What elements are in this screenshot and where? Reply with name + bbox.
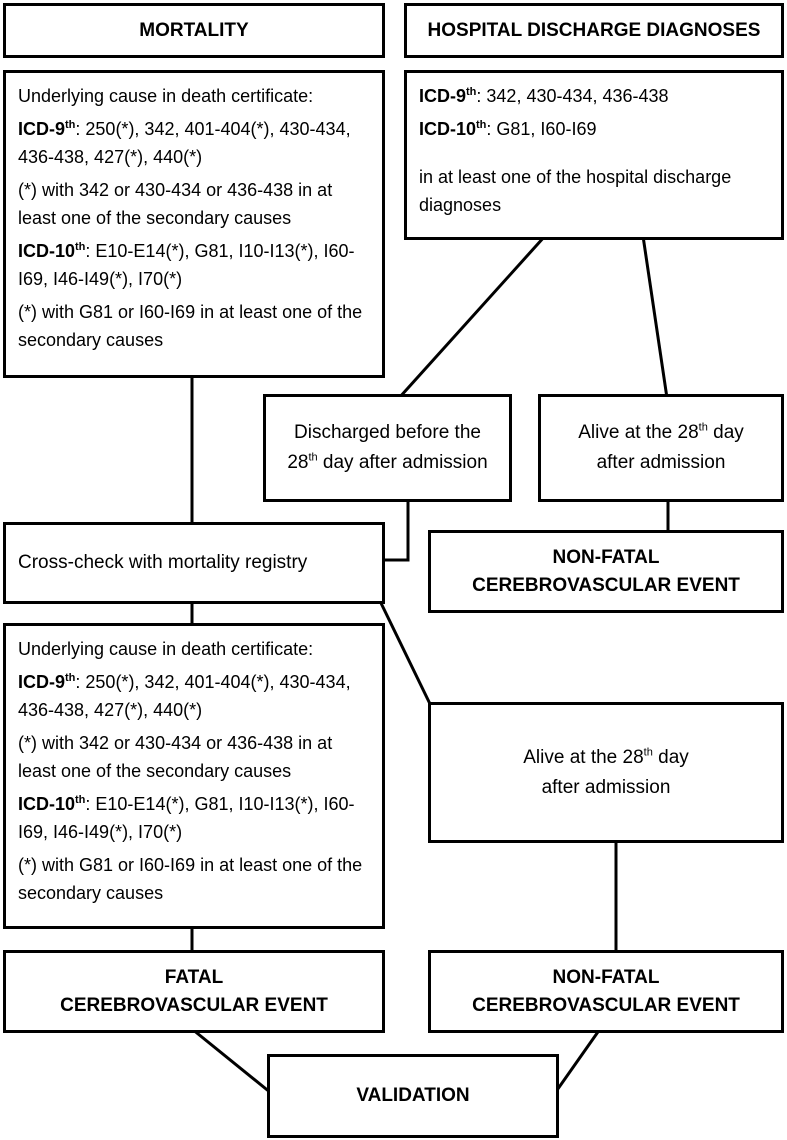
connector-hospital-to-alive-top xyxy=(641,235,669,399)
alive-line1-pre: Alive at the 28 xyxy=(578,422,699,443)
criteria-icd10-note: (*) with G81 or I60-I69 in at least one … xyxy=(18,855,363,903)
alive-line1: Alive at the 28th day xyxy=(578,418,744,448)
criteria-icd9-line: ICD-9th: 250(*), 342, 401-404(*), 430-43… xyxy=(18,668,370,724)
icd9-codes: : 250(*), 342, 401-404(*), 430-434, 436-… xyxy=(18,119,351,167)
validation-label: VALIDATION xyxy=(356,1085,470,1106)
discharged-line2: 28th day after admission xyxy=(287,448,487,478)
alive-superscript: th xyxy=(643,746,653,759)
criteria-intro: Underlying cause in death certificate: xyxy=(18,86,314,106)
icd10-label: ICD-10 xyxy=(18,241,76,261)
icd9-label: ICD-9 xyxy=(18,119,66,139)
crosscheck-label: Cross-check with mortality registry xyxy=(18,552,308,573)
criteria-icd9-note: (*) with 342 or 430-434 or 436-438 in at… xyxy=(18,180,333,228)
alive-line2: after admission xyxy=(541,776,671,798)
discharged-line2-post: day after admission xyxy=(317,452,488,473)
fatal-line2: CEREBROVASCULAR EVENT xyxy=(60,994,328,1016)
icd10-codes: : G81, I60-I69 xyxy=(486,119,597,139)
discharged-line2-pre: 28 xyxy=(287,452,309,473)
alive-line1-pre: Alive at the 28 xyxy=(523,746,644,768)
alive-superscript: th xyxy=(698,421,708,434)
nonfatal-line1: NON-FATAL xyxy=(552,966,660,988)
fatal-line1: FATAL xyxy=(164,966,224,988)
icd10-superscript: th xyxy=(75,794,86,806)
icd9-codes: : 250(*), 342, 401-404(*), 430-434, 436-… xyxy=(18,672,351,720)
icd9-superscript: th xyxy=(65,119,76,131)
criteria-icd10-line: ICD-10th: E10-E14(*), G81, I10-I13(*), I… xyxy=(18,237,370,293)
connector-discharged-to-crosscheck xyxy=(380,498,410,562)
icd9-superscript: th xyxy=(466,86,477,98)
connector-crosscheck-to-alive-bottom xyxy=(378,600,433,707)
mortality-header-box: MORTALITY xyxy=(3,3,385,58)
fatal-event-box: FATAL CEREBROVASCULAR EVENT xyxy=(3,950,385,1033)
criteria-intro: Underlying cause in death certificate: xyxy=(18,639,314,659)
hospital-discharge-header-label: HOSPITAL DISCHARGE DIAGNOSES xyxy=(427,19,761,41)
discharged-line1: Discharged before the xyxy=(294,422,481,443)
icd9-codes: : 342, 430-434, 436-438 xyxy=(476,86,669,106)
alive-28th-box-bottom: Alive at the 28th day after admission xyxy=(428,702,784,843)
hospital-icd10-line: ICD-10th: G81, I60-I69 xyxy=(419,115,769,143)
hospital-icd9-line: ICD-9th: 342, 430-434, 436-438 xyxy=(419,82,769,110)
alive-line1-post: day xyxy=(652,746,689,768)
icd10-label: ICD-10 xyxy=(419,119,477,139)
nonfatal-line2: CEREBROVASCULAR EVENT xyxy=(472,994,740,1016)
icd10-codes: : E10-E14(*), G81, I10-I13(*), I60-I69, … xyxy=(18,794,355,842)
nonfatal-line2: CEREBROVASCULAR EVENT xyxy=(472,574,740,596)
criteria-icd10-line: ICD-10th: E10-E14(*), G81, I10-I13(*), I… xyxy=(18,790,370,846)
hospital-criteria-box: ICD-9th: 342, 430-434, 436-438 ICD-10th:… xyxy=(404,70,784,240)
nonfatal-event-box-bottom: NON-FATAL CEREBROVASCULAR EVENT xyxy=(428,950,784,1033)
crosscheck-box: Cross-check with mortality registry xyxy=(3,522,385,604)
alive-28th-box-top: Alive at the 28th day after admission xyxy=(538,394,784,502)
validation-box: VALIDATION xyxy=(267,1054,559,1138)
nonfatal-event-box-top: NON-FATAL CEREBROVASCULAR EVENT xyxy=(428,530,784,613)
nonfatal-line1: NON-FATAL xyxy=(552,546,660,568)
icd9-superscript: th xyxy=(65,672,76,684)
icd9-label: ICD-9 xyxy=(419,86,467,106)
hospital-discharge-header-box: HOSPITAL DISCHARGE DIAGNOSES xyxy=(404,3,784,58)
criteria-icd10-note: (*) with G81 or I60-I69 in at least one … xyxy=(18,302,363,350)
icd10-codes: : E10-E14(*), G81, I10-I13(*), I60-I69, … xyxy=(18,241,355,289)
icd10-label: ICD-10 xyxy=(18,794,76,814)
alive-line1-post: day xyxy=(707,422,744,443)
alive-line1: Alive at the 28th day xyxy=(523,743,689,773)
mortality-criteria-box-2: Underlying cause in death certificate: I… xyxy=(3,623,385,929)
hospital-criteria-note: in at least one of the hospital discharg… xyxy=(419,167,732,215)
mortality-criteria-box: Underlying cause in death certificate: I… xyxy=(3,70,385,378)
discharged-superscript: th xyxy=(308,451,318,464)
icd9-label: ICD-9 xyxy=(18,672,66,692)
connector-fatal-to-validation xyxy=(191,1027,272,1095)
mortality-header-label: MORTALITY xyxy=(139,19,249,41)
connector-hospital-to-discharged xyxy=(397,234,547,400)
icd10-superscript: th xyxy=(476,119,487,131)
alive-line2: after admission xyxy=(596,452,726,473)
connector-nonfatal-to-validation xyxy=(553,1028,602,1094)
icd10-superscript: th xyxy=(75,241,86,253)
criteria-icd9-line: ICD-9th: 250(*), 342, 401-404(*), 430-43… xyxy=(18,115,370,171)
criteria-icd9-note: (*) with 342 or 430-434 or 436-438 in at… xyxy=(18,733,333,781)
discharged-before-28th-box: Discharged before the 28th day after adm… xyxy=(263,394,512,502)
